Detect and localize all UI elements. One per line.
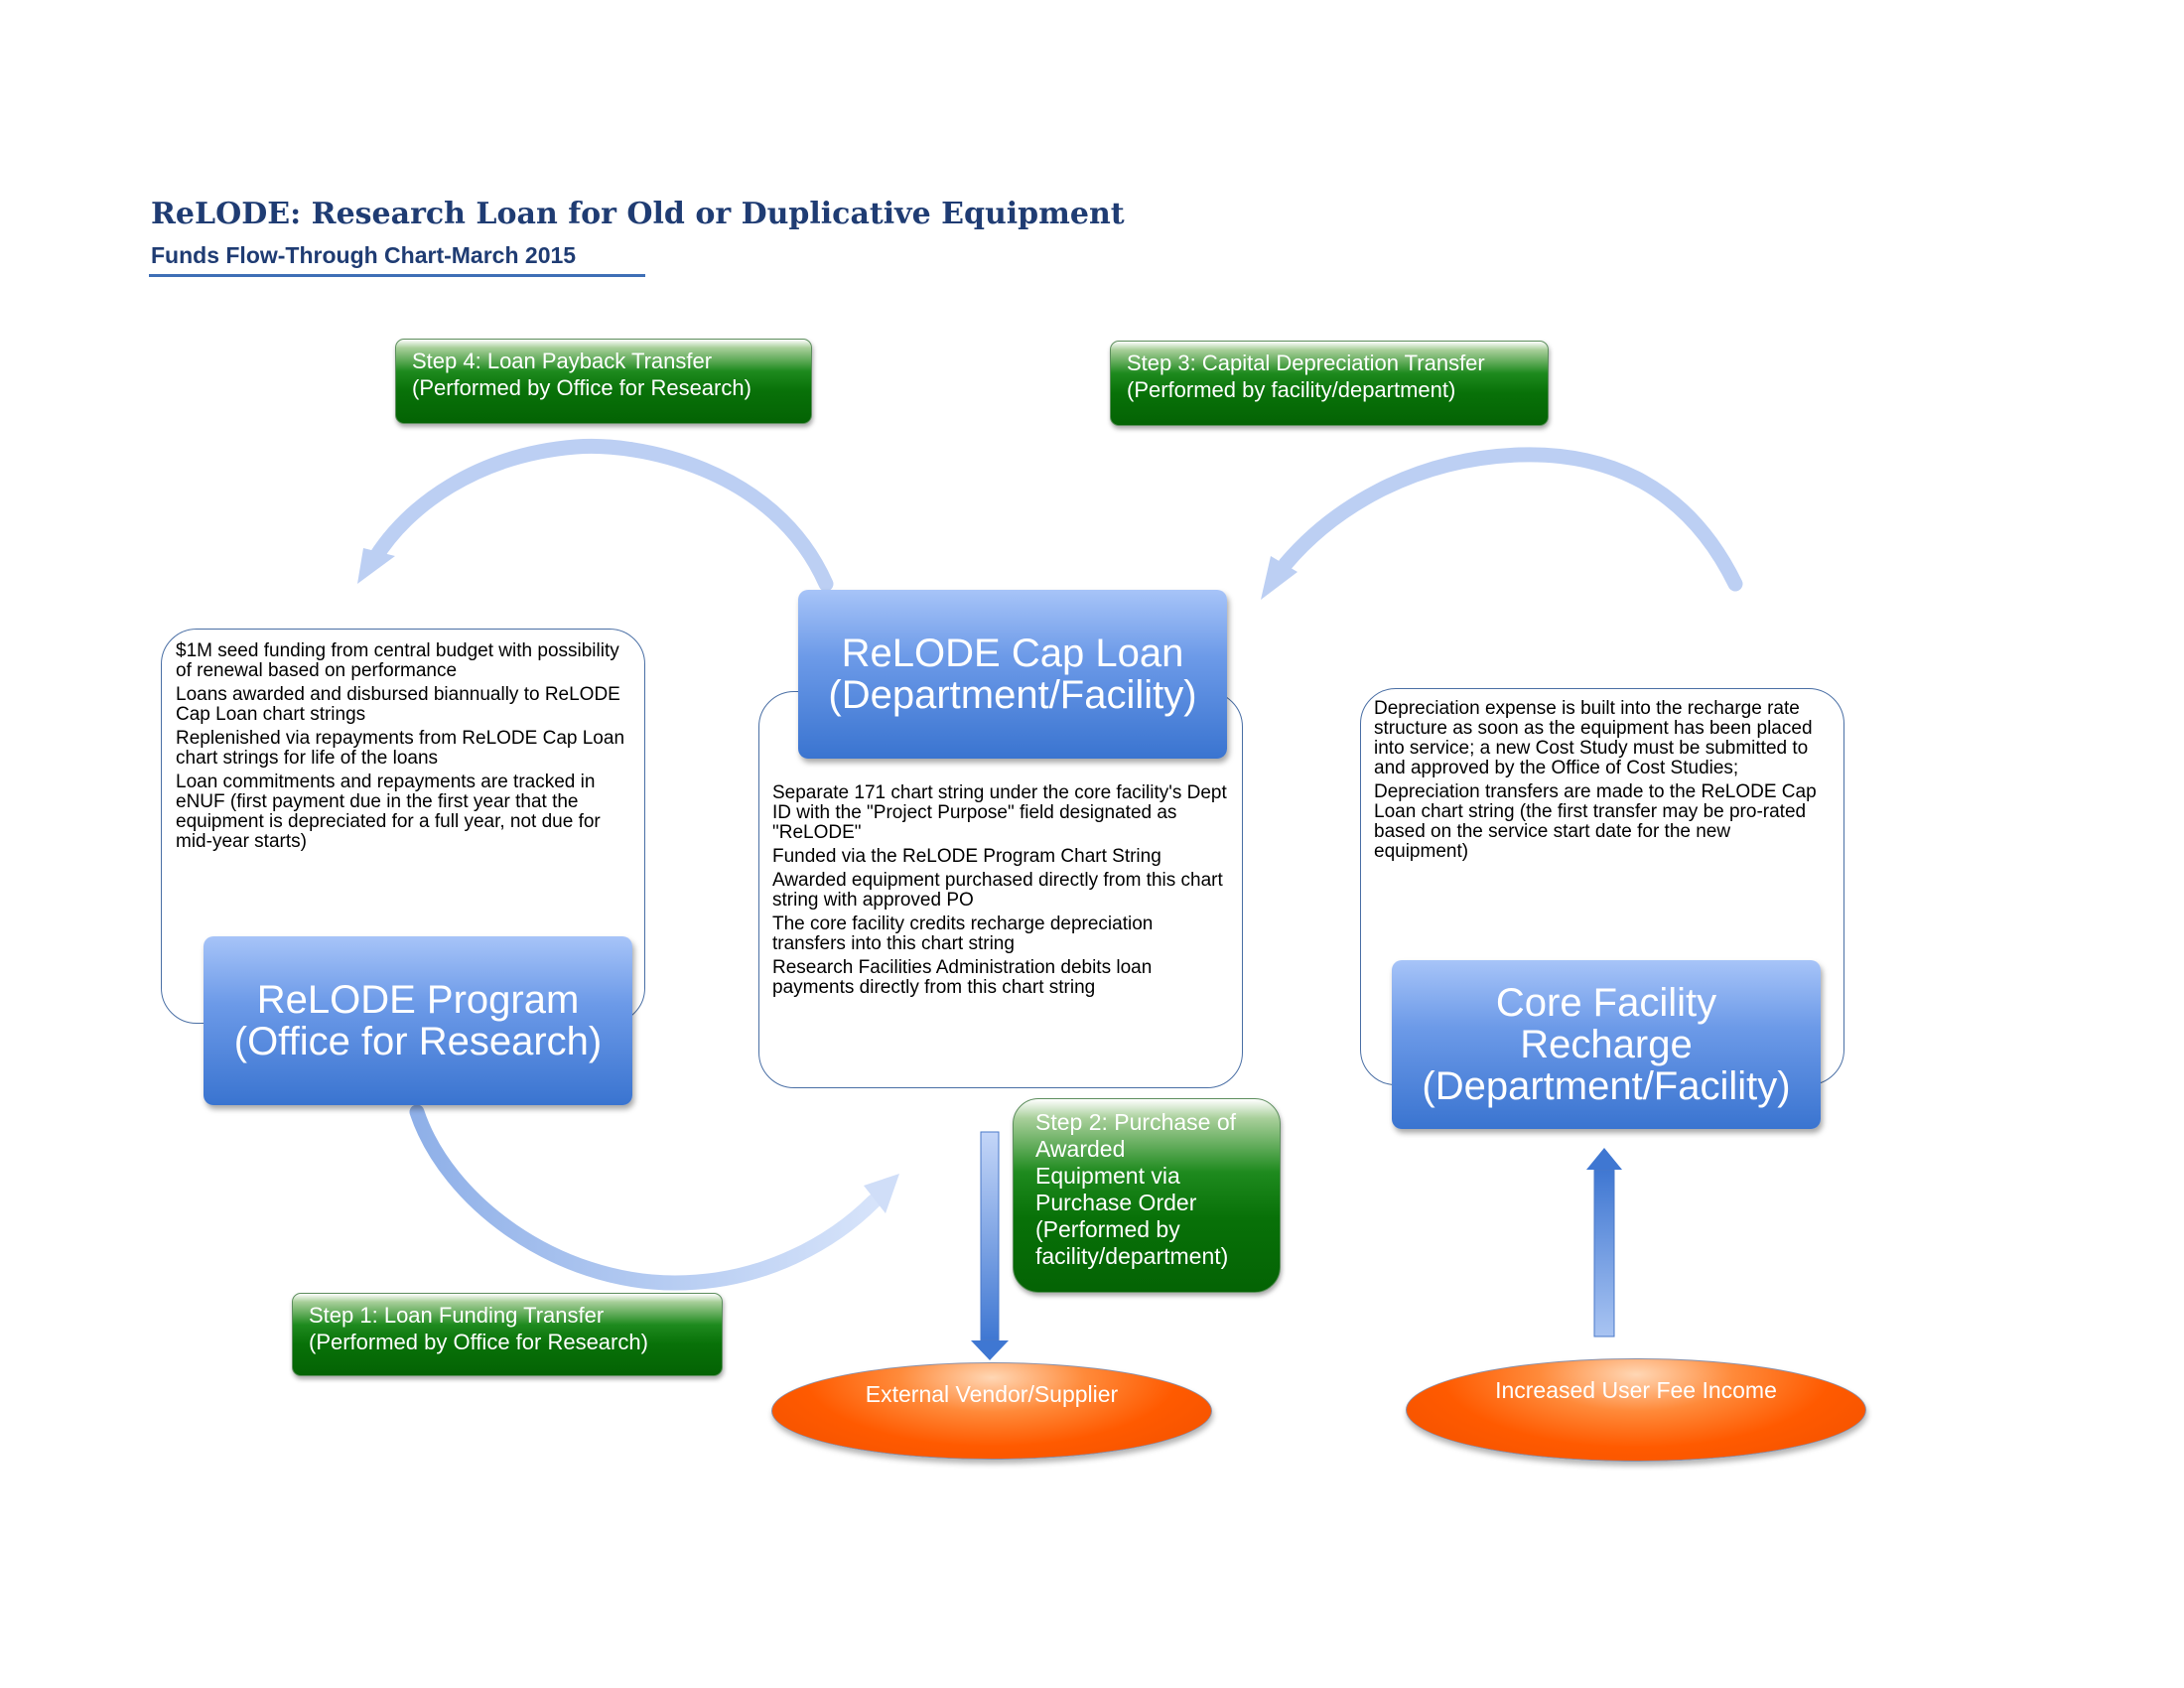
step2-line: (Performed by bbox=[1035, 1216, 1180, 1242]
cap-loan-title: ReLODE Cap Loan bbox=[841, 632, 1184, 675]
external-vendor-oval: External Vendor/Supplier bbox=[771, 1362, 1212, 1460]
user-fee-label: Increased User Fee Income bbox=[1495, 1377, 1777, 1403]
program-note: Loans awarded and disbursed biannually t… bbox=[176, 684, 620, 725]
curved-arrow-step3 bbox=[1261, 447, 1743, 600]
core-facility-note: Depreciation expense is built into the r… bbox=[1374, 698, 1813, 778]
step2-line: Equipment via bbox=[1035, 1163, 1180, 1189]
page-subtitle: Funds Flow-Through Chart-March 2015 bbox=[151, 242, 577, 268]
program-subtitle: (Office for Research) bbox=[233, 1020, 603, 1063]
step1-performer: (Performed by Office for Research) bbox=[309, 1330, 648, 1354]
cap-loan-note: Separate 171 chart string under the core… bbox=[772, 782, 1227, 843]
curved-arrow-step1 bbox=[409, 1104, 899, 1291]
core-facility-title: Core Facility bbox=[1495, 981, 1717, 1025]
relode-cap-loan-node: ReLODE Cap Loan (Department/Facility) bbox=[798, 590, 1227, 759]
step4-title: Step 4: Loan Payback Transfer bbox=[412, 349, 713, 373]
core-facility-line2: Recharge bbox=[1520, 1023, 1693, 1066]
core-facility-subtitle: (Department/Facility) bbox=[1422, 1064, 1791, 1108]
step2-line: facility/department) bbox=[1035, 1243, 1229, 1269]
program-title: ReLODE Program bbox=[256, 978, 580, 1022]
step3-capital-depreciation-box: Step 3: Capital Depreciation Transfer (P… bbox=[1110, 341, 1549, 426]
program-note: Loan commitments and repayments are trac… bbox=[176, 772, 601, 852]
curved-arrow-step4 bbox=[357, 438, 834, 592]
step2-purchase-box: Step 2: Purchase of Awarded Equipment vi… bbox=[1013, 1098, 1281, 1293]
cap-loan-note: The core facility credits recharge depre… bbox=[772, 914, 1154, 954]
program-note: $1M seed funding from central budget wit… bbox=[176, 640, 619, 681]
step3-performer: (Performed by facility/department) bbox=[1127, 377, 1456, 402]
vendor-label: External Vendor/Supplier bbox=[865, 1381, 1119, 1407]
down-arrow-to-vendor bbox=[971, 1131, 1009, 1360]
step1-loan-funding-box: Step 1: Loan Funding Transfer (Performed… bbox=[292, 1293, 723, 1376]
step2-line: Awarded bbox=[1035, 1136, 1126, 1162]
relode-program-node: ReLODE Program (Office for Research) bbox=[204, 936, 632, 1105]
up-arrow-to-core-facility bbox=[1586, 1148, 1622, 1337]
cap-loan-note: Funded via the ReLODE Program Chart Stri… bbox=[772, 846, 1161, 867]
cap-loan-subtitle: (Department/Facility) bbox=[828, 673, 1197, 717]
page-title: ReLODE: Research Loan for Old or Duplica… bbox=[151, 197, 1125, 231]
core-facility-recharge-node: Core Facility Recharge (Department/Facil… bbox=[1392, 960, 1821, 1129]
cap-loan-note: Research Facilities Administration debit… bbox=[772, 957, 1153, 998]
step4-loan-payback-box: Step 4: Loan Payback Transfer (Performed… bbox=[395, 339, 812, 424]
user-fee-income-oval: Increased User Fee Income bbox=[1406, 1358, 1866, 1462]
program-note: Replenished via repayments from ReLODE C… bbox=[176, 728, 625, 769]
step3-title: Step 3: Capital Depreciation Transfer bbox=[1127, 351, 1485, 375]
cap-loan-note: Awarded equipment purchased directly fro… bbox=[772, 870, 1223, 911]
subtitle-underline bbox=[149, 274, 645, 277]
step2-line: Purchase Order bbox=[1035, 1190, 1197, 1215]
step1-title: Step 1: Loan Funding Transfer bbox=[309, 1303, 605, 1328]
step4-performer: (Performed by Office for Research) bbox=[412, 375, 751, 400]
step2-line: Step 2: Purchase of bbox=[1035, 1109, 1237, 1135]
core-facility-note: Depreciation transfers are made to the R… bbox=[1374, 781, 1817, 862]
